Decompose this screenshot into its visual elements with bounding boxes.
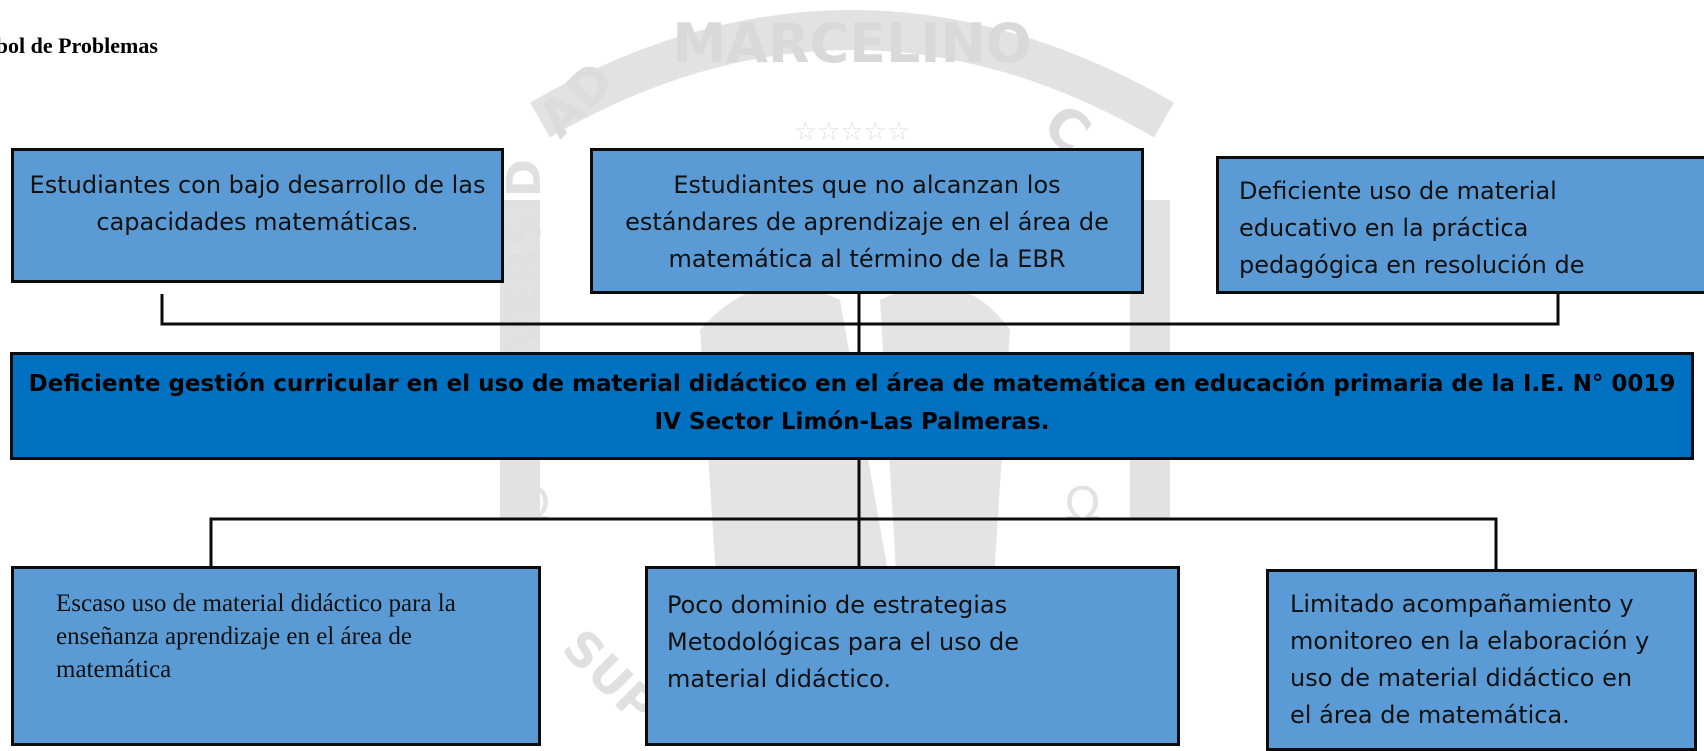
watermark-top-text: MARCELINO [672,12,1031,75]
effect-text-3: Deficiente uso de material educativo en … [1239,177,1585,279]
watermark-left-vertical: VERSID [497,159,551,350]
central-problem-text: Deficiente gestión curricular en el uso … [28,371,1676,435]
cause-box-2: Poco dominio de estrategias Metodológica… [645,566,1180,746]
watermark-stars: ☆☆☆☆☆ [794,117,911,147]
cause-box-1: Escaso uso de material didáctico para la… [11,566,541,746]
watermark-omega-left: Ω [515,477,550,531]
effect-text-2: Estudiantes que no alcanzan los estándar… [625,171,1109,273]
central-problem-box: Deficiente gestión curricular en el uso … [10,352,1694,460]
cause-text-1: Escaso uso de material didáctico para la… [56,590,456,683]
cause-box-3: Limitado acompañamiento y monitoreo en l… [1266,569,1697,751]
effect-text-1: Estudiantes con bajo desarrollo de las c… [29,171,486,236]
page-title: rbol de Problemas [0,33,158,58]
watermark-omega-right: Ω [1065,477,1100,531]
cause-text-3: Limitado acompañamiento y monitoreo en l… [1290,590,1650,729]
effect-box-2: Estudiantes que no alcanzan los estándar… [590,148,1144,294]
causes-connector [209,517,1498,569]
cause-text-2: Poco dominio de estrategias Metodológica… [667,591,1020,693]
effect-box-3: Deficiente uso de material educativo en … [1216,156,1704,294]
effect-box-1: Estudiantes con bajo desarrollo de las c… [11,148,504,283]
